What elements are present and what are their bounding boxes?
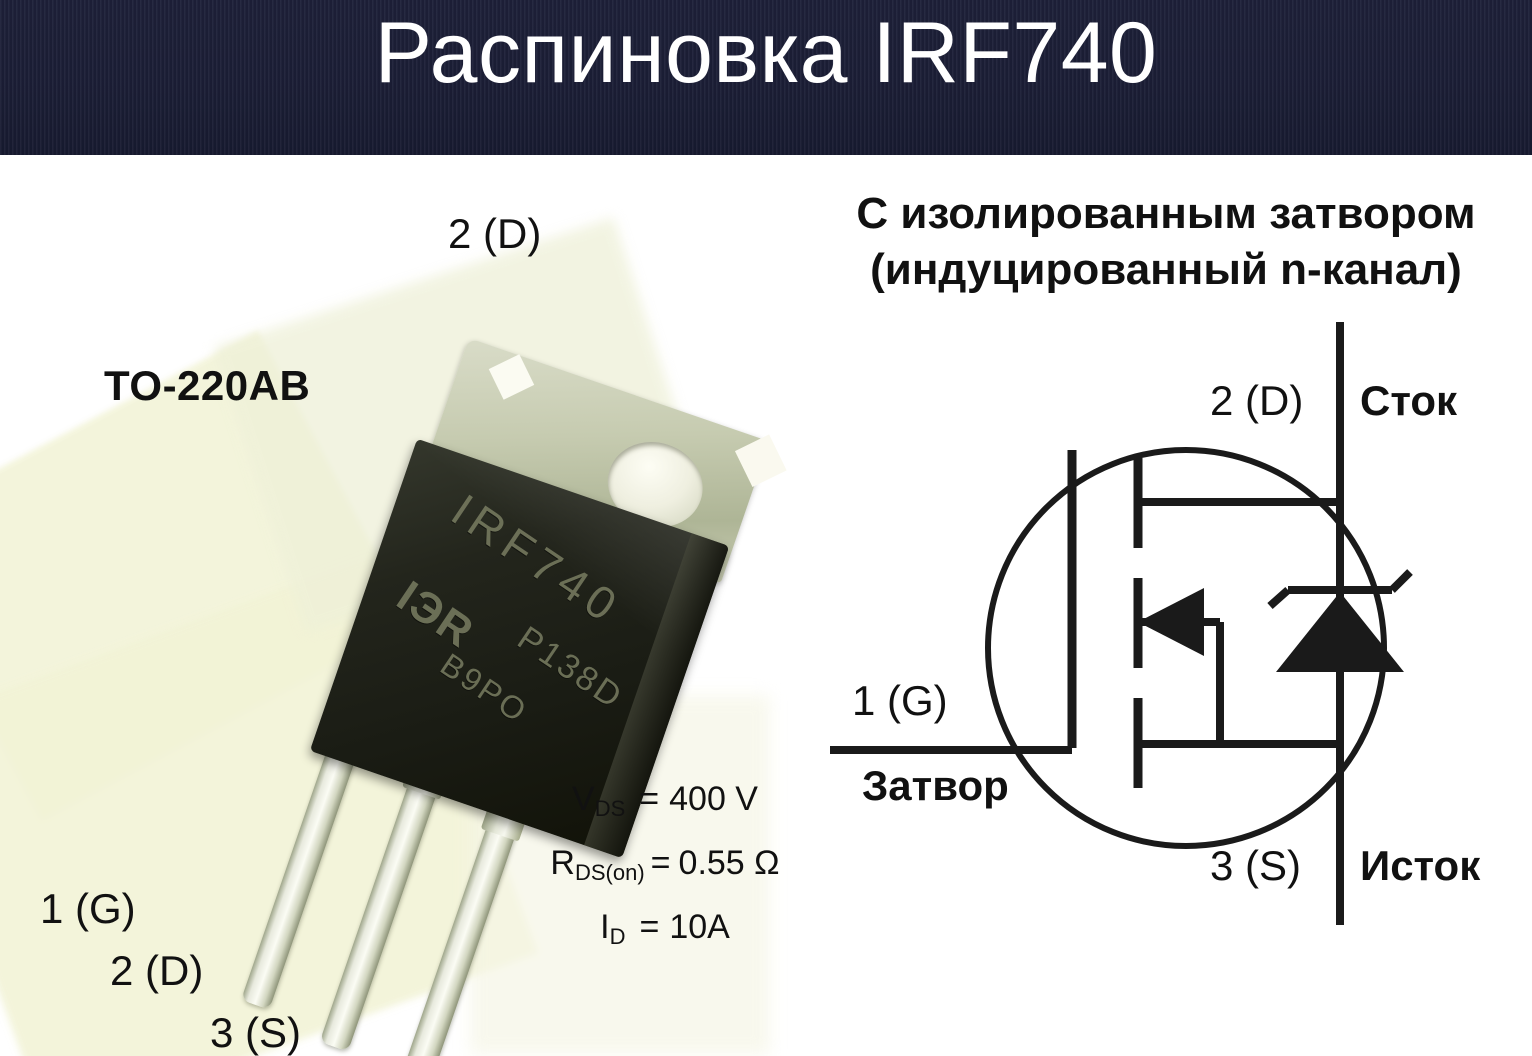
diode-cathode-serif-left: [1267, 587, 1291, 609]
spec-symbol: V: [572, 780, 595, 818]
schematic-label-drain: Сток: [1360, 377, 1458, 424]
schematic-heading: С изолированным затвором (индуцированный…: [800, 186, 1532, 299]
spec-symbol: I: [600, 908, 610, 946]
mosfet-schematic: 2 (D) Сток 1 (G) Затвор 3 (S) Исток: [800, 300, 1532, 960]
schematic-pin-drain: 2 (D): [1210, 377, 1304, 424]
spec-value: 0.55 Ω: [678, 844, 780, 882]
tab-notch-left: [488, 354, 535, 400]
body-diode-triangle: [1276, 592, 1404, 672]
diode-cathode-serif-right: [1389, 569, 1413, 593]
spec-value: 10A: [669, 908, 730, 946]
photo-label-drain-top: 2 (D): [448, 210, 542, 257]
schematic-label-gate: Затвор: [862, 762, 1009, 809]
spec-value: 400 V: [669, 780, 758, 818]
spec-equals: =: [639, 908, 660, 946]
body-arrow-head: [1138, 588, 1204, 656]
transistor-photo: IRF740 IЭR P138D B9PO: [0, 155, 830, 1056]
tab-notch-right: [734, 434, 787, 488]
spec-subscript: DS: [594, 796, 626, 821]
spec-subscript: D: [609, 924, 626, 949]
schematic-pin-source: 3 (S): [1210, 842, 1302, 889]
photo-label-pin-3-source: 3 (S): [210, 1009, 302, 1056]
spec-equals: =: [639, 780, 660, 818]
schematic-pin-gate: 1 (G): [852, 677, 948, 724]
photo-label-pin-2-drain: 2 (D): [110, 947, 204, 994]
page-title: Распиновка IRF740: [374, 5, 1158, 101]
photo-label-pin-1-gate: 1 (G): [40, 885, 136, 932]
spec-equals: =: [650, 844, 671, 882]
schematic-heading-line-1: С изолированным затвором: [856, 189, 1476, 238]
mosfet-symbol-svg: [830, 322, 1413, 925]
schematic-heading-line-2: (индуцированный n-канал): [870, 245, 1462, 295]
header-banner: Распиновка IRF740: [0, 0, 1532, 155]
spec-subscript: DS(on): [574, 860, 645, 885]
spec-symbol: R: [550, 844, 575, 882]
package-type-label: TO-220AB: [104, 362, 311, 409]
schematic-label-source: Исток: [1360, 842, 1481, 889]
